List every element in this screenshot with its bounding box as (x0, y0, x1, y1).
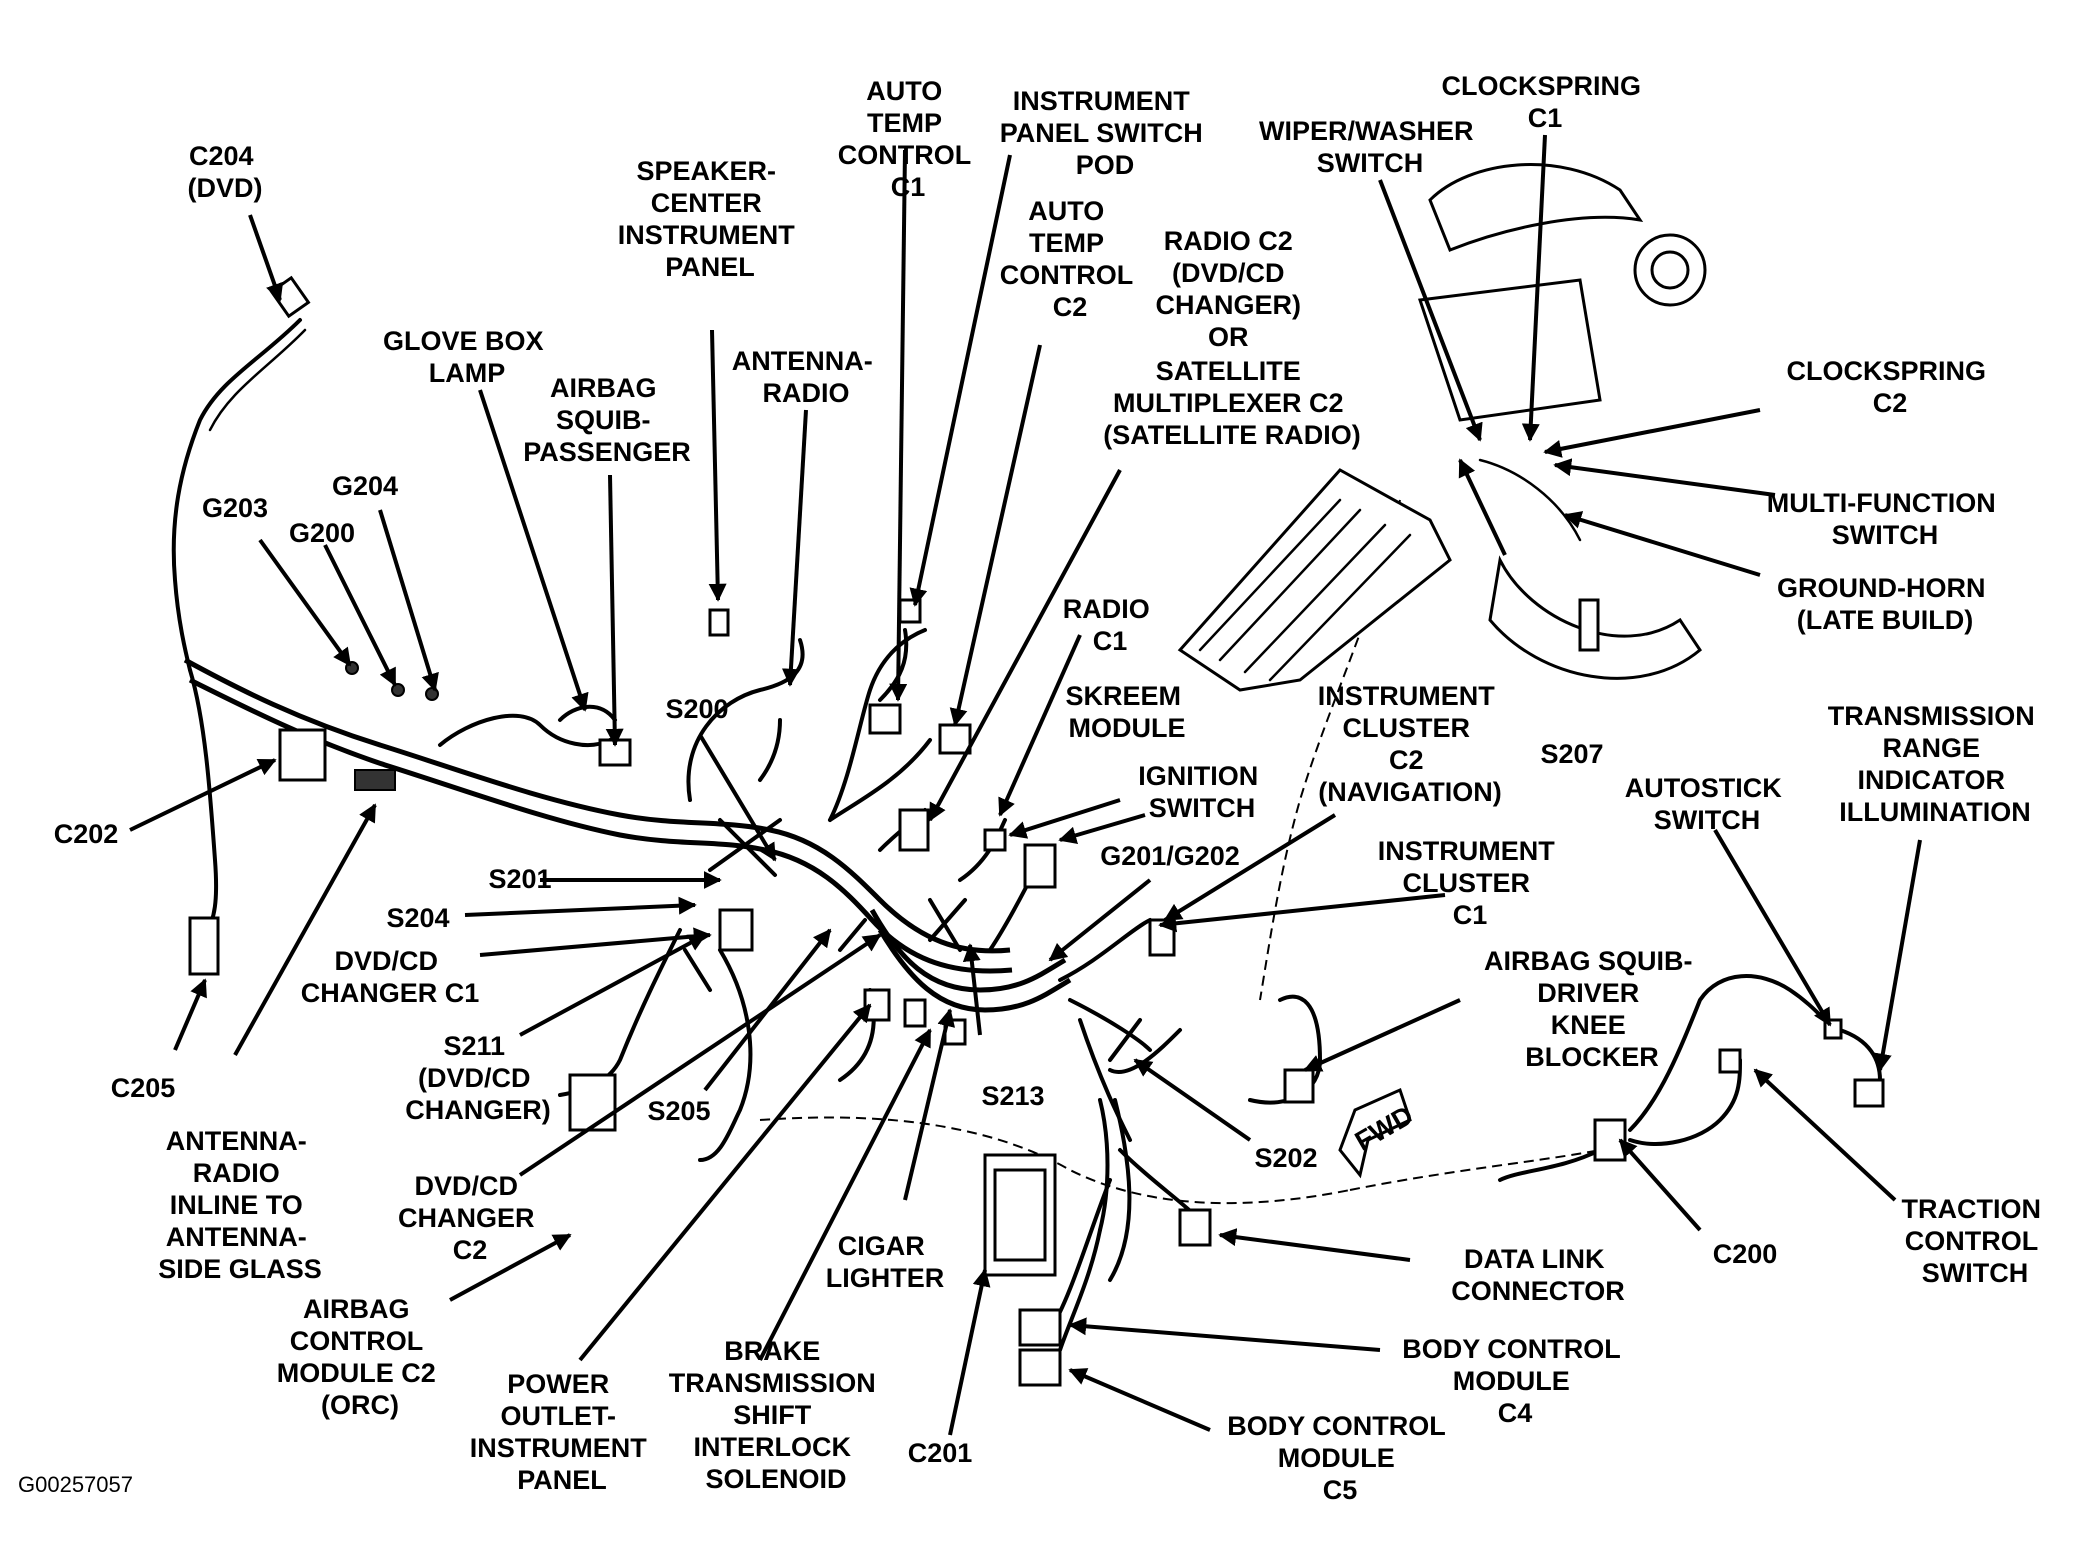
leader-arrows (129, 134, 1922, 1436)
label-bcm-c4: BODY CONTROL MODULE C4 (1402, 1334, 1628, 1428)
label-brake-shift-interlock: BRAKE TRANSMISSION SHIFT INTERLOCK SOLEN… (669, 1336, 884, 1494)
label-ip-switch-pod: INSTRUMENT PANEL SWITCH POD (1000, 86, 1211, 180)
label-trs-illumination: TRANSMISSION RANGE INDICATOR ILLUMINATIO… (1828, 701, 2043, 827)
label-s201: S201 (488, 864, 551, 894)
label-g203: G203 (202, 493, 268, 523)
label-skreem-module: SKREEM MODULE (1065, 681, 1188, 743)
figure-id: G00257057 (18, 1472, 133, 1497)
label-airbag-squib-driver: AIRBAG SQUIB- DRIVER KNEE BLOCKER (1484, 946, 1700, 1072)
label-s200: S200 (665, 694, 728, 724)
label-s207: S207 (1540, 739, 1603, 769)
label-airbag-squib-passenger: AIRBAG SQUIB- PASSENGER (523, 373, 691, 467)
label-clockspring-c2: CLOCKSPRING C2 (1786, 356, 1993, 418)
label-glove-box-lamp: GLOVE BOX LAMP (383, 326, 551, 388)
label-antenna-radio: ANTENNA- RADIO (732, 346, 881, 408)
label-antenna-inline: ANTENNA- RADIO INLINE TO ANTENNA- SIDE G… (158, 1126, 322, 1284)
label-speaker-center-ip: SPEAKER- CENTER INSTRUMENT PANEL (618, 156, 803, 282)
component-labels: C204 (DVD) GLOVE BOX LAMP AIRBAG SQUIB- … (18, 71, 2049, 1505)
label-c200: C200 (1713, 1239, 1778, 1269)
label-dvd-cd-changer-c2: DVD/CD CHANGER C2 (398, 1171, 542, 1265)
label-c205: C205 (111, 1073, 176, 1103)
label-clockspring-c1: CLOCKSPRING C1 (1441, 71, 1648, 133)
label-bcm-c5: BODY CONTROL MODULE C5 (1227, 1411, 1453, 1505)
label-g200: G200 (289, 518, 355, 548)
label-s211: S211 (DVD/CD CHANGER) (405, 1031, 551, 1125)
label-ground-horn: GROUND-HORN (LATE BUILD) (1777, 573, 1993, 635)
label-g204: G204 (332, 471, 398, 501)
label-radio-c1: RADIO C1 (1063, 594, 1158, 656)
label-ignition-switch: IGNITION SWITCH (1138, 761, 1266, 823)
label-traction-control-switch: TRACTION CONTROL SWITCH (1902, 1194, 2049, 1288)
label-c204-dvd: C204 (DVD) (188, 141, 263, 203)
label-s205: S205 (647, 1096, 710, 1126)
label-s204: S204 (386, 903, 449, 933)
label-autostick-switch: AUTOSTICK SWITCH (1625, 773, 1790, 835)
label-airbag-control-module: AIRBAG CONTROL MODULE C2 (ORC) (277, 1294, 444, 1420)
label-s213: S213 (981, 1081, 1044, 1111)
label-power-outlet: POWER OUTLET- INSTRUMENT PANEL (470, 1369, 655, 1495)
label-radio-c2: RADIO C2 (DVD/CD CHANGER) OR SATELLITE M… (1103, 226, 1360, 450)
label-cigar-lighter: CIGAR LIGHTER (826, 1231, 945, 1293)
label-wiper-washer-switch: WIPER/WASHER SWITCH (1259, 116, 1481, 178)
label-c202: C202 (54, 819, 119, 849)
label-s202: S202 (1254, 1143, 1317, 1173)
label-ic-c2: INSTRUMENT CLUSTER C2 (NAVIGATION) (1318, 681, 1503, 807)
label-multi-function-switch: MULTI-FUNCTION SWITCH (1767, 488, 2003, 550)
label-auto-temp-control-c2: AUTO TEMP CONTROL C2 (1000, 196, 1141, 322)
label-c201: C201 (908, 1438, 973, 1468)
label-auto-temp-control-c1: AUTO TEMP CONTROL C1 (838, 76, 979, 202)
label-ic-c1: INSTRUMENT CLUSTER C1 (1378, 836, 1563, 930)
label-dvd-cd-changer-c1: DVD/CD CHANGER C1 (301, 946, 480, 1008)
label-g201-g202: G201/G202 (1100, 841, 1240, 871)
label-data-link-connector: DATA LINK CONNECTOR (1451, 1244, 1625, 1306)
